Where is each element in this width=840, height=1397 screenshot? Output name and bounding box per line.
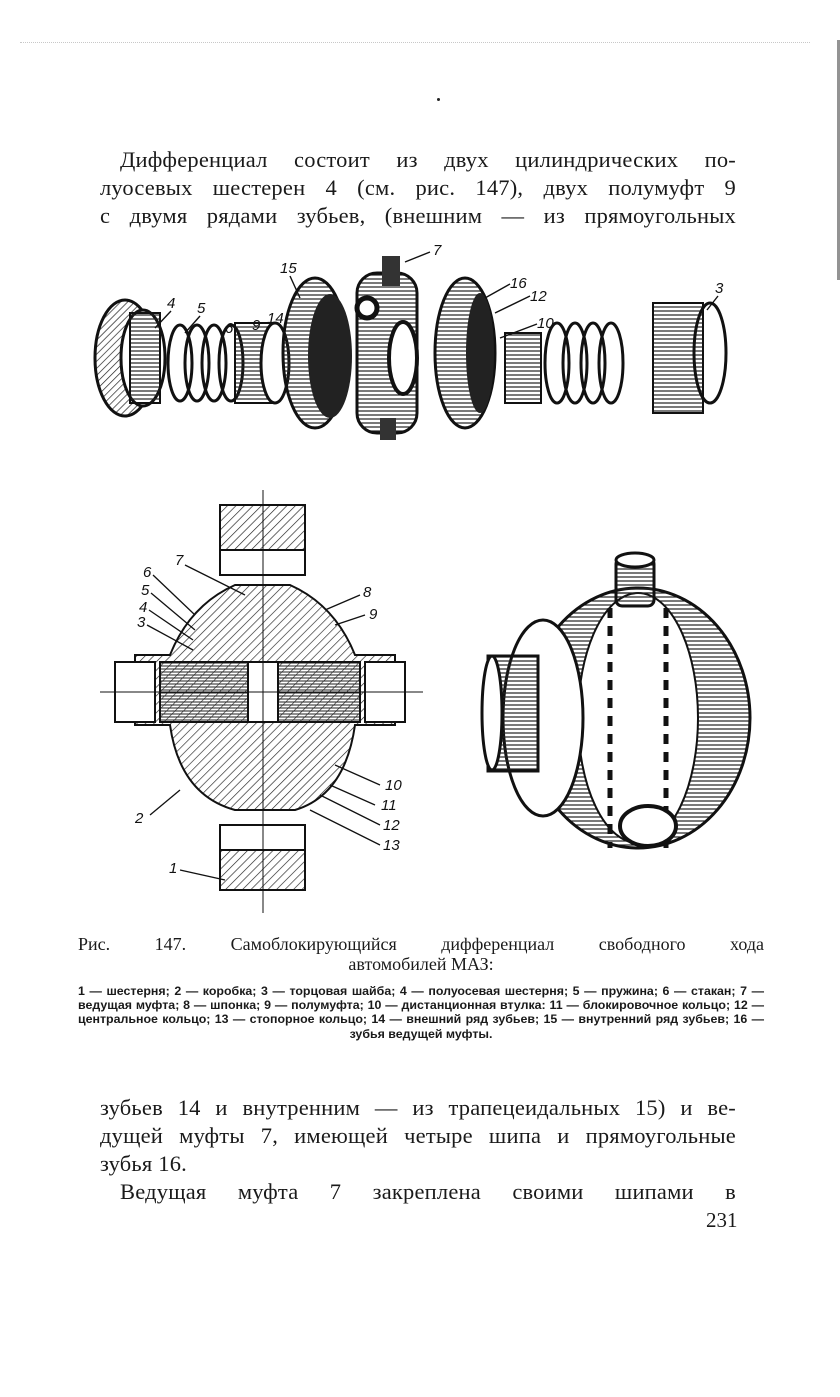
- label-2: 2: [134, 810, 144, 827]
- text-line: дущей муфты 7, имеющей четыре шипа и пря…: [100, 1123, 736, 1148]
- label-6: 6: [225, 320, 234, 337]
- paragraph-bottom: зубьев 14 и внутренним — из трапецеидаль…: [100, 1094, 736, 1206]
- label-7: 7: [433, 242, 442, 259]
- sectional-view-drawing: 7 6 5 4 3 8 9 10 11 12 13 2 1: [100, 490, 423, 913]
- label-14: 14: [267, 310, 284, 327]
- label-5: 5: [141, 582, 150, 599]
- scan-edge-artifact: [20, 42, 810, 44]
- label-8: 8: [363, 584, 372, 601]
- label-15: 15: [280, 260, 297, 277]
- text-line: Дифференциал состоит из двух цилиндричес…: [120, 147, 736, 172]
- assembled-view-illustration: [480, 551, 752, 850]
- scan-edge-artifact-right: [837, 40, 840, 280]
- label-3: 3: [715, 280, 724, 297]
- figure-caption-title: Рис. 147. Самоблокирующийся дифференциал…: [78, 934, 764, 974]
- label-10: 10: [537, 315, 554, 332]
- label-12: 12: [383, 817, 400, 834]
- text-line: с двумя рядами зубьев, (внешним — из пря…: [100, 203, 736, 228]
- caption-line-1: Рис. 147. Самоблокирующийся дифференциал…: [78, 934, 764, 954]
- exploded-view-illustration: 4 5 6 9 14 15 7 16 12 10 3: [93, 242, 728, 440]
- label-13: 13: [383, 837, 400, 854]
- label-6: 6: [143, 564, 152, 581]
- label-7: 7: [175, 552, 184, 569]
- text-line: зубьев 14 и внутренним — из трапецеидаль…: [100, 1095, 736, 1120]
- label-12: 12: [530, 288, 547, 305]
- section-labels: 7 6 5 4 3 8 9 10 11 12 13 2 1: [134, 552, 402, 877]
- label-1: 1: [169, 860, 177, 877]
- exploded-labels: 4 5 6 9 14 15 7 16 12 10 3: [167, 242, 724, 337]
- caption-line-2: автомобилей МАЗ:: [348, 954, 494, 974]
- label-11: 11: [381, 797, 397, 814]
- label-16: 16: [510, 275, 527, 292]
- paragraph-top: Дифференциал состоит из двух цилиндричес…: [100, 146, 736, 230]
- label-10: 10: [385, 777, 402, 794]
- label-3: 3: [137, 614, 146, 631]
- text-line: Ведущая муфта 7 закреплена своими шипами…: [120, 1179, 736, 1204]
- scan-speck: [437, 98, 440, 101]
- label-9: 9: [252, 317, 261, 334]
- text-line: зубья 16.: [100, 1151, 187, 1176]
- label-4: 4: [139, 599, 147, 616]
- page-number: 231: [706, 1208, 738, 1232]
- text-line: луосевых шестерен 4 (см. рис. 147), двух…: [100, 175, 736, 200]
- label-4: 4: [167, 295, 175, 312]
- figure-legend: 1 — шестерня; 2 — коробка; 3 — торцовая …: [78, 984, 764, 1041]
- label-5: 5: [197, 300, 206, 317]
- label-9: 9: [369, 606, 378, 623]
